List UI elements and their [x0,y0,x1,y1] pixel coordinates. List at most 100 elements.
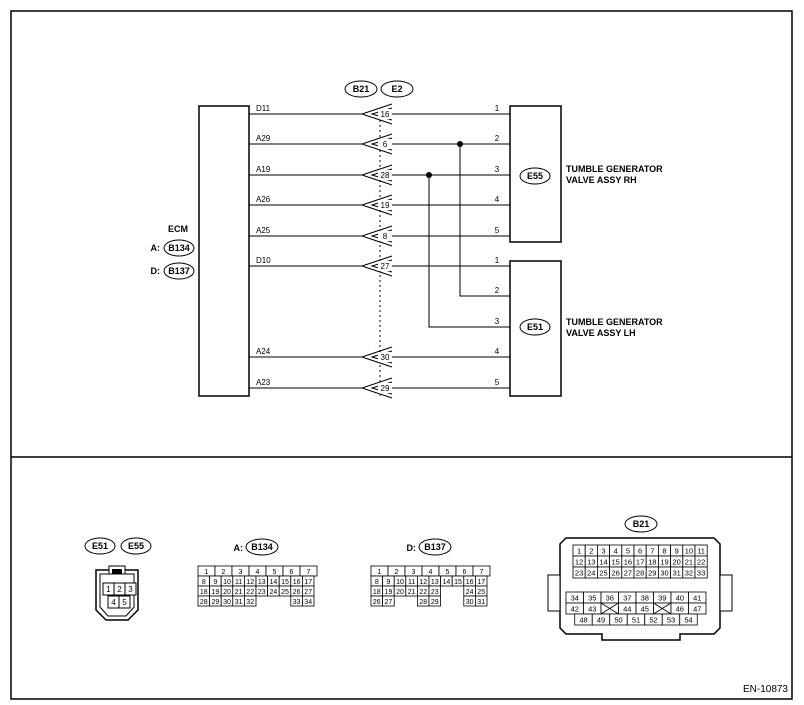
connector-pin: 42 [571,605,579,614]
connector-pin: 16 [466,579,474,586]
connector-pin: 22 [419,589,427,596]
connector-pin: 2 [395,569,399,576]
valve-pin-label: 3 [495,317,500,326]
connector-pin: 10 [223,579,231,586]
connector-pin: 1 [378,569,382,576]
connector-pin: 49 [597,616,605,625]
connector-pin: 38 [641,594,649,603]
connector-pin: 27 [385,599,393,606]
connector-pin: 41 [693,594,701,603]
ecm-conn-d-prefix: D: [151,266,161,276]
connector-pin: 19 [212,589,220,596]
connector-pin: 1 [577,547,581,556]
wires: D11161A2962A19283A26194A2585D1027123A243… [249,103,510,399]
connector-pin: 28 [200,599,208,606]
valve-pin-label: 3 [495,165,500,174]
valve-pin-label: 2 [495,134,500,143]
junction-pin-number: 8 [383,232,388,241]
svg-text:E2: E2 [391,84,402,94]
wire-rh3-to-lh3 [428,175,510,328]
connector-pin: 11 [235,579,242,586]
connector-pin: 26 [373,599,381,606]
connector-pin: 4 [256,569,260,576]
connector-pin: 15 [454,579,462,586]
ecm-conn-a-prefix: A: [151,243,161,253]
junction-pin-number: 6 [383,140,388,149]
ecm-pin-label: A19 [256,165,271,174]
rh-connector-e55: E55 [519,167,551,185]
connector-pin: 27 [304,589,312,596]
connector-pin: 9 [386,579,390,586]
connector-pin: 29 [212,599,220,606]
junction-pin-number: 30 [381,353,390,362]
junction-pin-number: 28 [381,171,390,180]
ecm-pin-label: D10 [256,256,271,265]
connector-label: B21 [633,519,650,529]
connector-pin: 3 [601,547,605,556]
connector-pin: 29 [648,569,656,578]
valve-pin-label: 5 [495,226,500,235]
svg-text:B137: B137 [168,266,190,276]
junction-pin-number: 29 [381,384,390,393]
connector-pin: 5 [626,547,630,556]
connector-pin: 1 [106,585,111,594]
outer-frame [10,10,793,700]
connector-pin: 12 [246,579,254,586]
connector-pin: 48 [579,616,587,625]
connector-pin: 47 [693,605,701,614]
connector-pin: 37 [623,594,631,603]
ecm-pin-label: A29 [256,134,271,143]
ecm-title: ECM [168,224,188,234]
connector-pin: 13 [587,558,595,567]
connector-pin: 20 [396,589,404,596]
top-connector-b21: B21 [344,80,378,98]
connector-pin: 31 [477,599,485,606]
connector-pin: 14 [270,579,278,586]
connector-pin: 15 [612,558,620,567]
figure-id: EN-10873 [743,684,788,695]
splice-dot-2 [426,172,432,178]
connector-pin: 26 [612,569,620,578]
connector-pin: 34 [304,599,312,606]
connector-pin: 39 [658,594,666,603]
connector-pin: 17 [304,579,312,586]
connector-pin: 19 [660,558,668,567]
connector-pin: 13 [258,579,266,586]
connector-pin: 46 [676,605,684,614]
connector-pin: 22 [246,589,254,596]
junction-chevron [360,103,393,125]
connector-pin: 33 [697,569,705,578]
junction-chevron [360,133,393,155]
connector-pin: 45 [641,605,649,614]
connector-pin: 7 [480,569,484,576]
connector-pin: 10 [685,547,693,556]
connector-pin: 1 [205,569,209,576]
connector-pin: 2 [589,547,593,556]
connector-pin: 24 [466,589,474,596]
connector-pin: 30 [466,599,474,606]
connector-pin: 31 [235,599,243,606]
connector-pin: 23 [258,589,266,596]
connector-pin: 21 [235,589,243,596]
connector-pin: 5 [122,598,127,607]
connector-pin: 5 [273,569,277,576]
connector-pin: 2 [117,585,122,594]
connector-pin: 20 [223,589,231,596]
connector-pin: 21 [685,558,693,567]
connector-pin: 30 [660,569,668,578]
connector-pin: 27 [624,569,632,578]
connector-pin: 3 [128,585,133,594]
connector-pin: 28 [636,569,644,578]
connector-pin: 12 [419,579,427,586]
valve-pin-label: 4 [495,195,500,204]
svg-text:E51: E51 [527,322,543,332]
connector-pin: 26 [293,589,301,596]
connector-pin: 53 [667,616,675,625]
wire-rh2-to-lh2 [459,144,510,297]
connector-pin: 28 [419,599,427,606]
